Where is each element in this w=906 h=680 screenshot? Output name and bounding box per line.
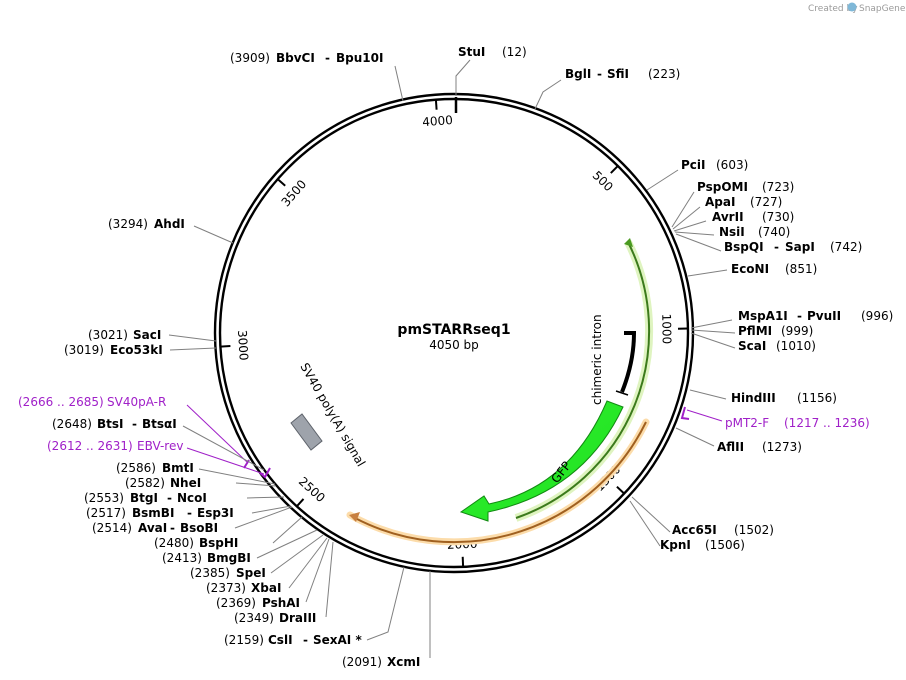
primer-range: (2666 .. 2685) bbox=[18, 395, 104, 409]
enzyme-xbai: (2373) XbaI bbox=[206, 577, 281, 596]
enzyme-mspa1i-pvuii: MspA1I - PvuII (996) bbox=[738, 305, 893, 324]
ebv-rev-leader bbox=[186, 447, 265, 475]
enzyme-xcmi: (2091) XcmI bbox=[342, 651, 420, 670]
enzyme-bmti: (2586) BmtI bbox=[116, 457, 194, 476]
enzyme-btsi-btsai: (2648) BtsI - BtsαI bbox=[52, 413, 177, 432]
tick-mark bbox=[616, 485, 625, 495]
enzyme-econi: EcoNI (851) bbox=[731, 258, 817, 277]
enzyme-btgi-ncoi: (2553) BtgI - NcoI bbox=[84, 487, 207, 506]
sv40-polya-feature bbox=[290, 413, 323, 451]
primer-pmt2-f: pMT2-F (1217 .. 1236) bbox=[725, 412, 870, 431]
backbone-outer-strand bbox=[213, 92, 695, 574]
primer-sv40pa-r: (2666 .. 2685) SV40pA-R bbox=[18, 391, 166, 410]
sv40-polya-label: SV40 poly(A) signal bbox=[297, 361, 368, 469]
ebv-rev-primer-mark bbox=[259, 467, 271, 479]
enzyme-spei: (2385) SpeI bbox=[190, 562, 266, 581]
tick-mark bbox=[610, 165, 619, 174]
green-arc bbox=[515, 241, 651, 519]
enzyme-bbvci-bpu10i: (3909) BbvCI - Bpu10I bbox=[230, 47, 383, 66]
enzyme-labels: StuI (12) BglI - SfiI (223) PciI (603) P… bbox=[52, 41, 893, 670]
enzyme-bspqi-sapi: BspQI - SapI (742) bbox=[724, 236, 862, 255]
tick-label: 3000 bbox=[235, 330, 251, 361]
enzyme-pshai: (2369) PshAI bbox=[216, 592, 300, 611]
enzyme-pflmi: PflMI (999) bbox=[738, 320, 813, 339]
enzyme-bgli-sfii: BglI - SfiI (223) bbox=[565, 63, 680, 82]
credit-brand: SnapGene bbox=[859, 4, 906, 14]
enzyme-leaders bbox=[168, 59, 736, 658]
enzyme-scai: ScaI (1010) bbox=[738, 335, 816, 354]
enzyme-kpni: KpnI (1506) bbox=[660, 534, 745, 553]
plasmid-length: 4050 bp bbox=[429, 338, 479, 352]
primer-range: (2612 .. 2631) bbox=[47, 439, 133, 453]
enzyme-bsmbi-esp3i: (2517) BsmBI - Esp3I bbox=[86, 502, 234, 521]
enzyme-bmgbi: (2413) BmgBI bbox=[162, 547, 251, 566]
primer-name: EBV-rev bbox=[137, 439, 183, 453]
primer-name: pMT2-F bbox=[725, 416, 769, 430]
gfp-feature bbox=[459, 400, 624, 522]
tick-mark bbox=[296, 498, 305, 507]
enzyme-pcii: PciI (603) bbox=[681, 154, 748, 173]
tick-mark bbox=[220, 345, 231, 348]
green-arc-halo bbox=[514, 240, 654, 522]
tick-label: 1000 bbox=[659, 313, 674, 344]
enzyme-bsphi: (2480) BspHI bbox=[154, 532, 238, 551]
tick-label: 2500 bbox=[296, 474, 328, 505]
enzyme-aflii: AflII (1273) bbox=[717, 436, 802, 455]
tick-label: 3500 bbox=[279, 177, 310, 209]
pmt2-f-primer-mark bbox=[680, 406, 690, 420]
backbone-inner-strand bbox=[218, 97, 690, 569]
primer-range: (1217 .. 1236) bbox=[784, 416, 870, 430]
enzyme-avai-bsobi: (2514) AvaI - BsoBI bbox=[92, 517, 218, 536]
pmt2-f-leader bbox=[686, 409, 723, 422]
enzyme-apai: ApaI (727) bbox=[705, 191, 782, 210]
orange-arc bbox=[354, 421, 647, 544]
primer-ebv-rev: (2612 .. 2631) EBV-rev bbox=[47, 435, 183, 454]
snapgene-credit: Created by SnapGene bbox=[808, 2, 906, 14]
enzyme-eco53ki: (3019) Eco53kI bbox=[64, 339, 163, 358]
enzyme-stui: StuI (12) bbox=[458, 41, 527, 60]
chimeric-intron-label: chimeric intron bbox=[590, 314, 604, 405]
enzyme-saci: (3021) SacI bbox=[88, 324, 161, 343]
sv40pa-r-leader bbox=[186, 404, 249, 464]
enzyme-ahdi: (3294) AhdI bbox=[108, 213, 185, 232]
tick-mark bbox=[277, 178, 286, 187]
chimeric-intron-feature bbox=[620, 331, 637, 393]
tick-mark bbox=[434, 99, 438, 110]
tick-label: 4000 bbox=[422, 113, 454, 129]
enzyme-csli-sexai: (2159) CslI - SexAI * bbox=[224, 629, 362, 648]
snapgene-logo-icon bbox=[847, 2, 857, 12]
enzyme-acc65i: Acc65I (1502) bbox=[672, 519, 774, 538]
primer-name: SV40pA-R bbox=[107, 395, 166, 409]
enzyme-nsii: NsiI (740) bbox=[719, 221, 790, 240]
orange-arc-arrowhead bbox=[349, 512, 360, 522]
chimeric-intron-end bbox=[615, 390, 629, 396]
enzyme-draiii: (2349) DraIII bbox=[234, 607, 316, 626]
enzyme-avrii: AvrII (730) bbox=[712, 206, 794, 225]
credit-text: Created by bbox=[808, 4, 858, 14]
enzyme-nhei: (2582) NheI bbox=[125, 472, 201, 491]
enzyme-hindiii: HindIII (1156) bbox=[731, 387, 837, 406]
green-arc-arrowhead bbox=[624, 238, 633, 247]
plasmid-name: pmSTARRseq1 bbox=[397, 322, 510, 338]
enzyme-pspomi: PspOMI (723) bbox=[697, 176, 794, 195]
